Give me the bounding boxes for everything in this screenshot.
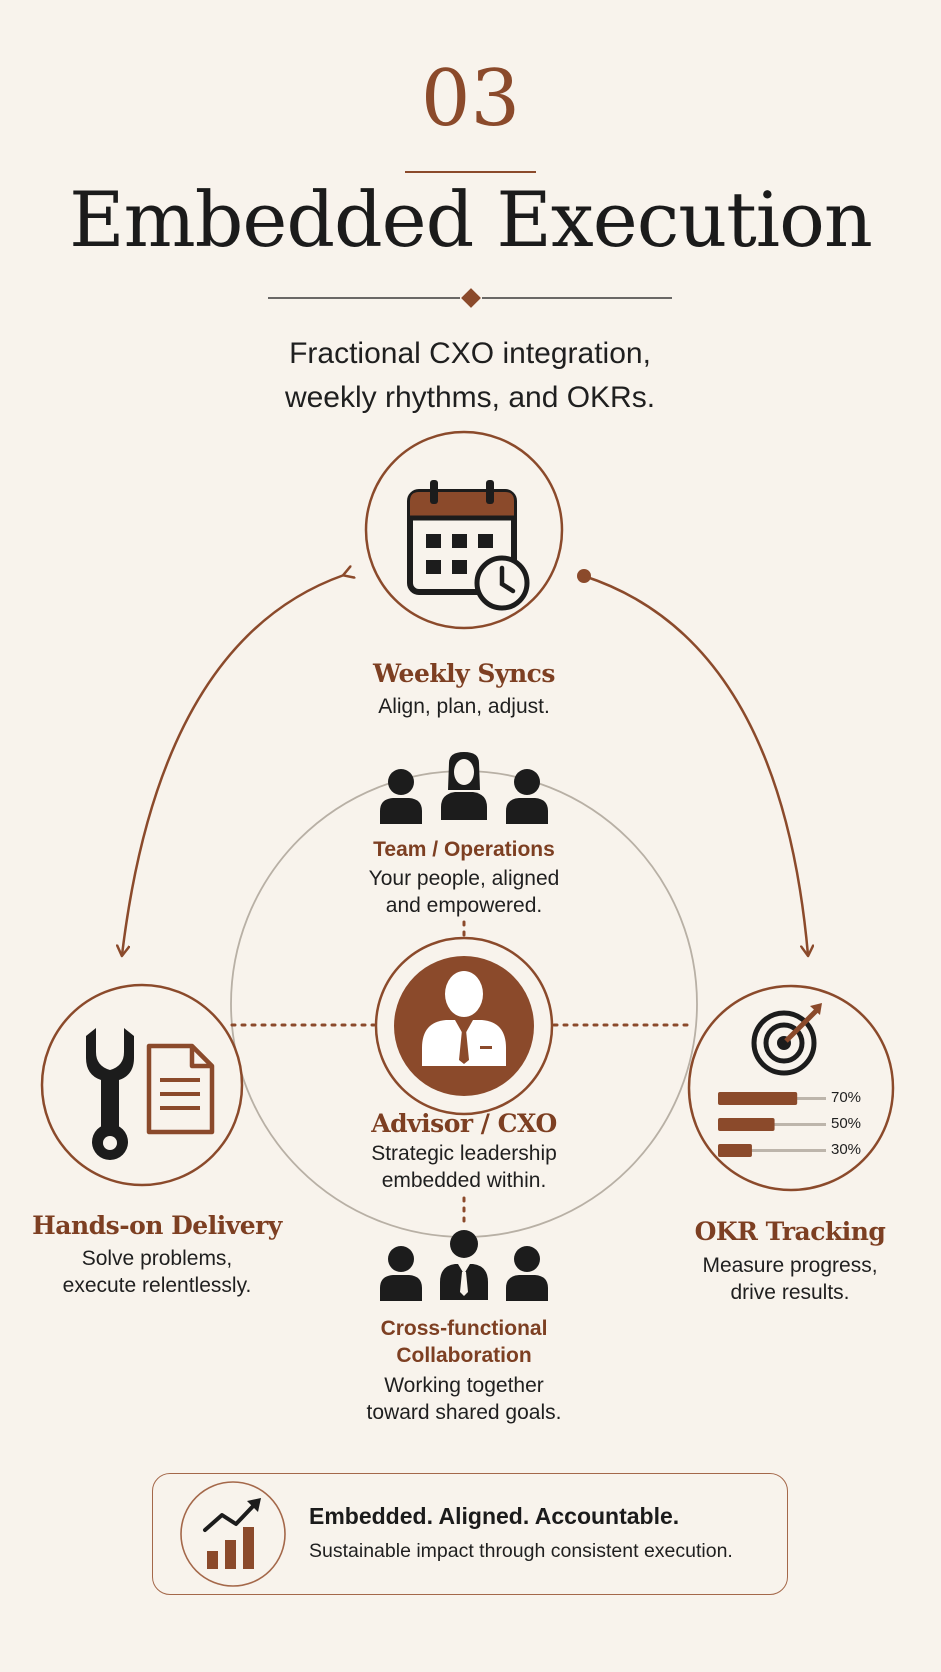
hands-on-desc-line-2: execute relentlessly. xyxy=(62,1274,252,1298)
hands-on-desc-line-1: Solve problems, xyxy=(81,1247,233,1270)
collaboration-title-line-1: Cross-functional xyxy=(380,1317,548,1340)
okr-desc-line-2: drive results. xyxy=(730,1281,850,1305)
page-subtitle: Fractional CXO integration, weekly rhyth… xyxy=(170,332,770,419)
okr-bar-label-2: 50% xyxy=(831,1115,862,1132)
hands-on-title: Hands-on Delivery xyxy=(32,1211,282,1240)
weekly-syncs-desc: Align, plan, adjust. xyxy=(378,695,550,718)
section-number: 03 xyxy=(420,54,521,144)
okr-bar-track-3 xyxy=(718,1149,826,1152)
collaboration-people-icon xyxy=(380,1230,548,1301)
okr-desc: Measure progress, drive results. xyxy=(650,1252,930,1307)
okr-progress-bars xyxy=(718,1092,826,1157)
okr-bar-fill-3 xyxy=(718,1144,752,1157)
team-people-icon xyxy=(380,752,548,824)
footer-desc: Sustainable impact through consistent ex… xyxy=(309,1540,733,1562)
team-desc-line-1: Your people, aligned xyxy=(368,867,560,890)
subtitle-line-2: weekly rhythms, and OKRs. xyxy=(284,380,656,414)
collaboration-desc-line-1: Working together xyxy=(384,1374,544,1397)
advisor-desc-line-1: Strategic leadership xyxy=(371,1142,557,1165)
advisor-title: Advisor / CXO xyxy=(371,1109,557,1138)
team-operations-title: Team / Operations xyxy=(373,838,555,861)
growth-chart-icon xyxy=(180,1481,286,1587)
team-operations-desc: Your people, aligned and empowered. xyxy=(314,865,614,920)
okr-bar-fill-1 xyxy=(718,1092,798,1105)
okr-desc-line-1: Measure progress, xyxy=(702,1254,878,1277)
okr-bar-label-3: 30% xyxy=(831,1141,862,1158)
collaboration-title-line-2: Collaboration xyxy=(396,1344,532,1368)
okr-bar-fill-2 xyxy=(718,1118,775,1131)
page-title: Embedded Execution xyxy=(69,175,873,264)
footer-heading: Embedded. Aligned. Accountable. xyxy=(309,1503,680,1529)
subtitle-line-1: Fractional CXO integration, xyxy=(289,337,651,370)
calendar-clock-icon xyxy=(407,480,530,611)
hands-on-delivery-node xyxy=(40,983,244,1187)
footer-card xyxy=(152,1473,788,1595)
advisor-desc: Strategic leadership embedded within. xyxy=(314,1140,614,1195)
collaboration-desc-line-2: toward shared goals. xyxy=(366,1401,562,1425)
arc-right-arrow xyxy=(583,574,808,955)
okr-tracking-node xyxy=(687,984,895,1192)
okr-title: OKR Tracking xyxy=(694,1217,886,1246)
collaboration-title: Cross-functional Collaboration xyxy=(314,1315,614,1370)
weekly-syncs-node xyxy=(364,430,564,630)
collaboration-desc: Working together toward shared goals. xyxy=(314,1372,614,1427)
hands-on-desc: Solve problems, execute relentlessly. xyxy=(12,1245,302,1300)
team-desc-line-2: and empowered. xyxy=(385,894,543,918)
wrench-document-icon xyxy=(86,1028,215,1160)
okr-bar-label-1: 70% xyxy=(831,1089,862,1106)
target-icon xyxy=(751,1003,822,1076)
title-divider-diamond xyxy=(461,288,481,308)
advisor-desc-line-2: embedded within. xyxy=(381,1169,547,1193)
advisor-icon xyxy=(422,971,506,1066)
advisor-node xyxy=(374,936,554,1116)
arc-left-arrow xyxy=(122,575,344,955)
weekly-syncs-title: Weekly Syncs xyxy=(373,659,555,688)
